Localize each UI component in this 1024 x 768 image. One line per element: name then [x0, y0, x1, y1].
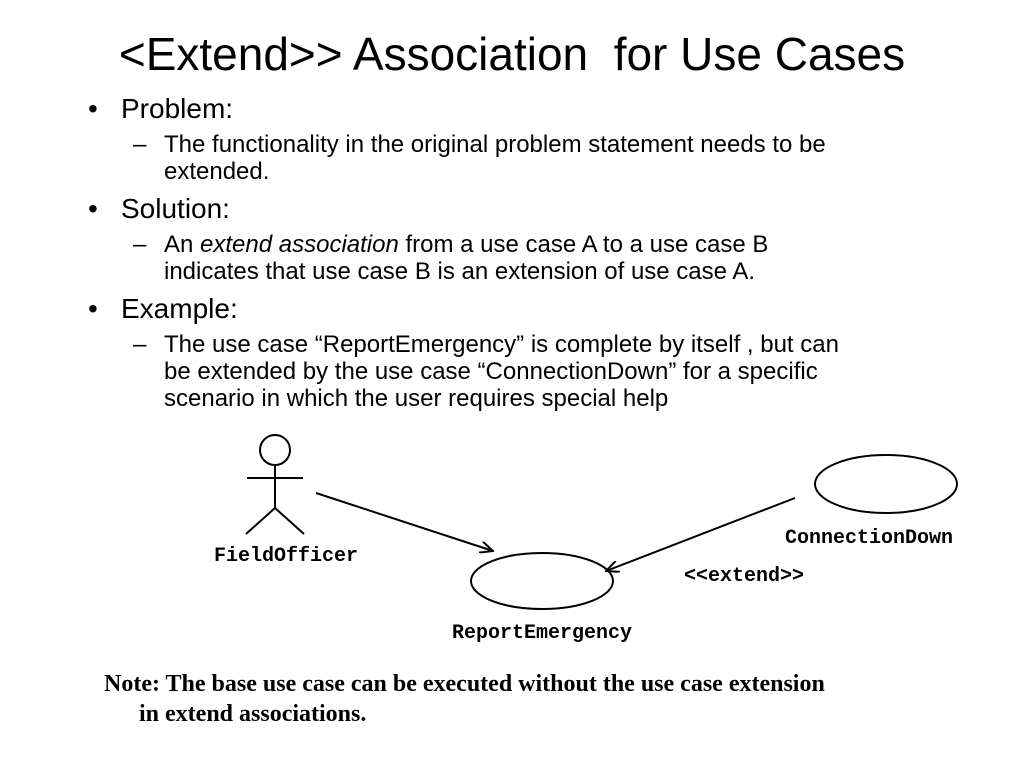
- emphasized-text: extend association: [200, 231, 399, 258]
- report-emergency-use-case: [470, 552, 614, 610]
- slide-title: <Extend>> Association for Use Cases: [118, 28, 906, 80]
- actor-stick-figure-icon: [245, 434, 305, 535]
- sub-bullet-text: The use case “ReportEmergency” is comple…: [164, 331, 839, 412]
- sub-bullet-item: –The use case “ReportEmergency” is compl…: [88, 331, 869, 412]
- dash-bullet-icon: –: [133, 231, 147, 258]
- extend-relationship-arrow: [606, 497, 796, 571]
- sub-bullet-text: from a use case A to a use case B indica…: [164, 231, 769, 285]
- dash-bullet-icon: –: [133, 331, 147, 358]
- note-line-1: Note: The base use case can be executed …: [104, 671, 825, 697]
- bullet-list: •Problem:–The functionality in the origi…: [88, 92, 988, 412]
- footnote: Note: The base use case can be executed …: [104, 669, 984, 729]
- report-emergency-label: ReportEmergency: [452, 622, 633, 645]
- sub-bullet-item: –An extend association from a use case A…: [88, 231, 869, 285]
- association-line: [315, 492, 493, 551]
- bullet-label: Solution:: [121, 193, 230, 224]
- connection-down-use-case: [814, 454, 958, 514]
- extend-stereotype-label: <<extend>>: [684, 565, 805, 588]
- bullet-dot-icon: •: [88, 93, 98, 124]
- dash-bullet-icon: –: [133, 131, 147, 158]
- bullet-label: Example:: [121, 293, 238, 324]
- bullet-dot-icon: •: [88, 293, 98, 324]
- bullet-label: Problem:: [121, 93, 234, 124]
- actor-label: FieldOfficer: [214, 545, 359, 568]
- note-line-2: in extend associations.: [139, 701, 367, 727]
- sub-bullet-text: An: [164, 231, 201, 258]
- sub-bullet-item: –The functionality in the original probl…: [88, 131, 869, 185]
- bullet-item: • Solution:: [88, 192, 988, 226]
- bullet-dot-icon: •: [88, 193, 98, 224]
- connection-down-label: ConnectionDown: [785, 527, 954, 550]
- bullet-item: • Example:: [88, 292, 988, 326]
- sub-bullet-text: The functionality in the original proble…: [164, 131, 826, 185]
- bullet-item: • Problem:: [88, 92, 988, 126]
